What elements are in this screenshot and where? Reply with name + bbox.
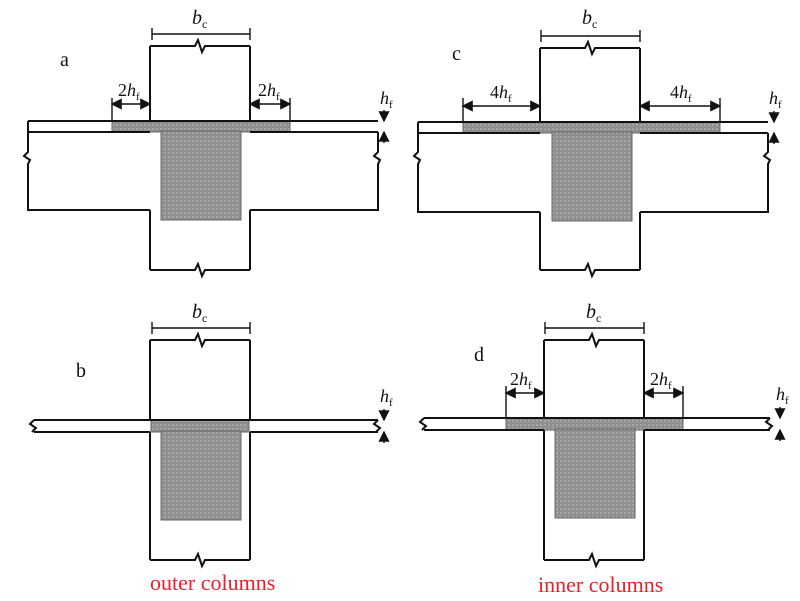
slab-thickness-dimension: hf [378,386,393,443]
coef-text: 2 [118,80,127,100]
effective-flange [505,417,684,431]
dim-label: b [582,7,592,29]
svg-text:bc: bc [192,7,207,31]
var-text: h [127,80,136,100]
beam [22,132,382,211]
effective-flange [111,120,291,133]
var-text: h [267,80,276,100]
slab-thickness-dimension: hf [378,88,393,143]
column-upper [543,331,645,418]
var-text: h [519,369,528,389]
panel-letter: a [60,49,69,71]
thick-var: h [776,384,785,404]
sub-text: f [528,380,532,392]
column-lower [543,430,645,569]
thick-var: h [380,88,389,108]
svg-text:4hf: 4hf [670,82,692,105]
column-lower [149,432,251,569]
column-lower [539,212,641,279]
thick-var: h [769,88,778,108]
sub-text: f [668,380,672,392]
thick-sub: f [389,99,393,111]
svg-text:bc: bc [586,301,601,325]
effective-web [551,131,633,222]
var-text: h [659,369,668,389]
flange-width-left: 2hf [504,369,546,418]
coef-text: 2 [650,369,659,389]
flange-width-left: 2hf [110,80,152,121]
coef-text: 4 [670,82,679,102]
coef-text: 2 [258,80,267,100]
svg-text:2hf: 2hf [258,80,280,103]
flange-width-right: 2hf [248,80,292,121]
slab [27,120,378,133]
beam [412,133,772,213]
column-upper [149,331,251,420]
effective-web [160,430,242,521]
svg-text:hf: hf [380,386,393,409]
panel-letter: d [474,344,484,366]
effective-flange [462,121,721,134]
dim-label: b [192,7,202,29]
thick-sub: f [389,397,393,409]
slab [417,121,768,134]
thick-sub: f [778,99,782,111]
column-width-dimension: bc [540,7,641,42]
caption-inner-columns: inner columns [538,572,663,597]
dim-subscript: c [596,311,601,325]
svg-text:bc: bc [582,7,597,31]
flange-width-right: 4hf [638,82,722,122]
flange-width-right: 2hf [642,369,685,418]
panel-letter: b [76,360,86,382]
flange-width-left: 4hf [461,82,542,122]
panel-b: b bc hf oute [28,301,393,595]
panel-c: c bc [412,7,782,279]
column-upper [539,39,641,123]
coef-text: 4 [490,82,499,102]
panel-d: d bc 2hf [418,301,789,597]
dim-label: b [192,301,202,323]
panel-a: a bc [22,7,393,279]
svg-text:2hf: 2hf [510,369,532,392]
slab-thickness-dimension: hf [768,88,782,144]
dim-subscript: c [202,311,207,325]
column-width-dimension: bc [151,7,251,40]
thick-sub: f [785,395,789,407]
sub-text: f [688,93,692,105]
svg-text:hf: hf [776,384,789,407]
effective-web [160,130,242,221]
column-upper [149,37,251,122]
var-text: h [499,82,508,102]
svg-text:4hf: 4hf [490,82,512,105]
svg-text:2hf: 2hf [118,80,140,103]
thick-var: h [380,386,389,406]
svg-text:hf: hf [769,88,782,111]
sub-text: f [276,91,280,103]
dim-label: b [586,301,596,323]
svg-text:2hf: 2hf [650,369,672,392]
slab-thickness-dimension: hf [774,384,789,441]
column-width-dimension: bc [151,301,251,334]
effective-web [554,428,636,519]
svg-text:hf: hf [380,88,393,111]
panel-letter: c [452,43,461,65]
slab [418,417,774,431]
sub-text: f [136,91,140,103]
dim-subscript: c [202,17,207,31]
column-width-dimension: bc [544,301,645,334]
dim-subscript: c [592,17,597,31]
var-text: h [679,82,688,102]
sub-text: f [508,93,512,105]
svg-text:bc: bc [192,301,207,325]
slab [28,419,382,433]
coef-text: 2 [510,369,519,389]
effective-flange [150,419,250,433]
column-lower [149,210,251,279]
caption-outer-columns: outer columns [150,570,275,595]
